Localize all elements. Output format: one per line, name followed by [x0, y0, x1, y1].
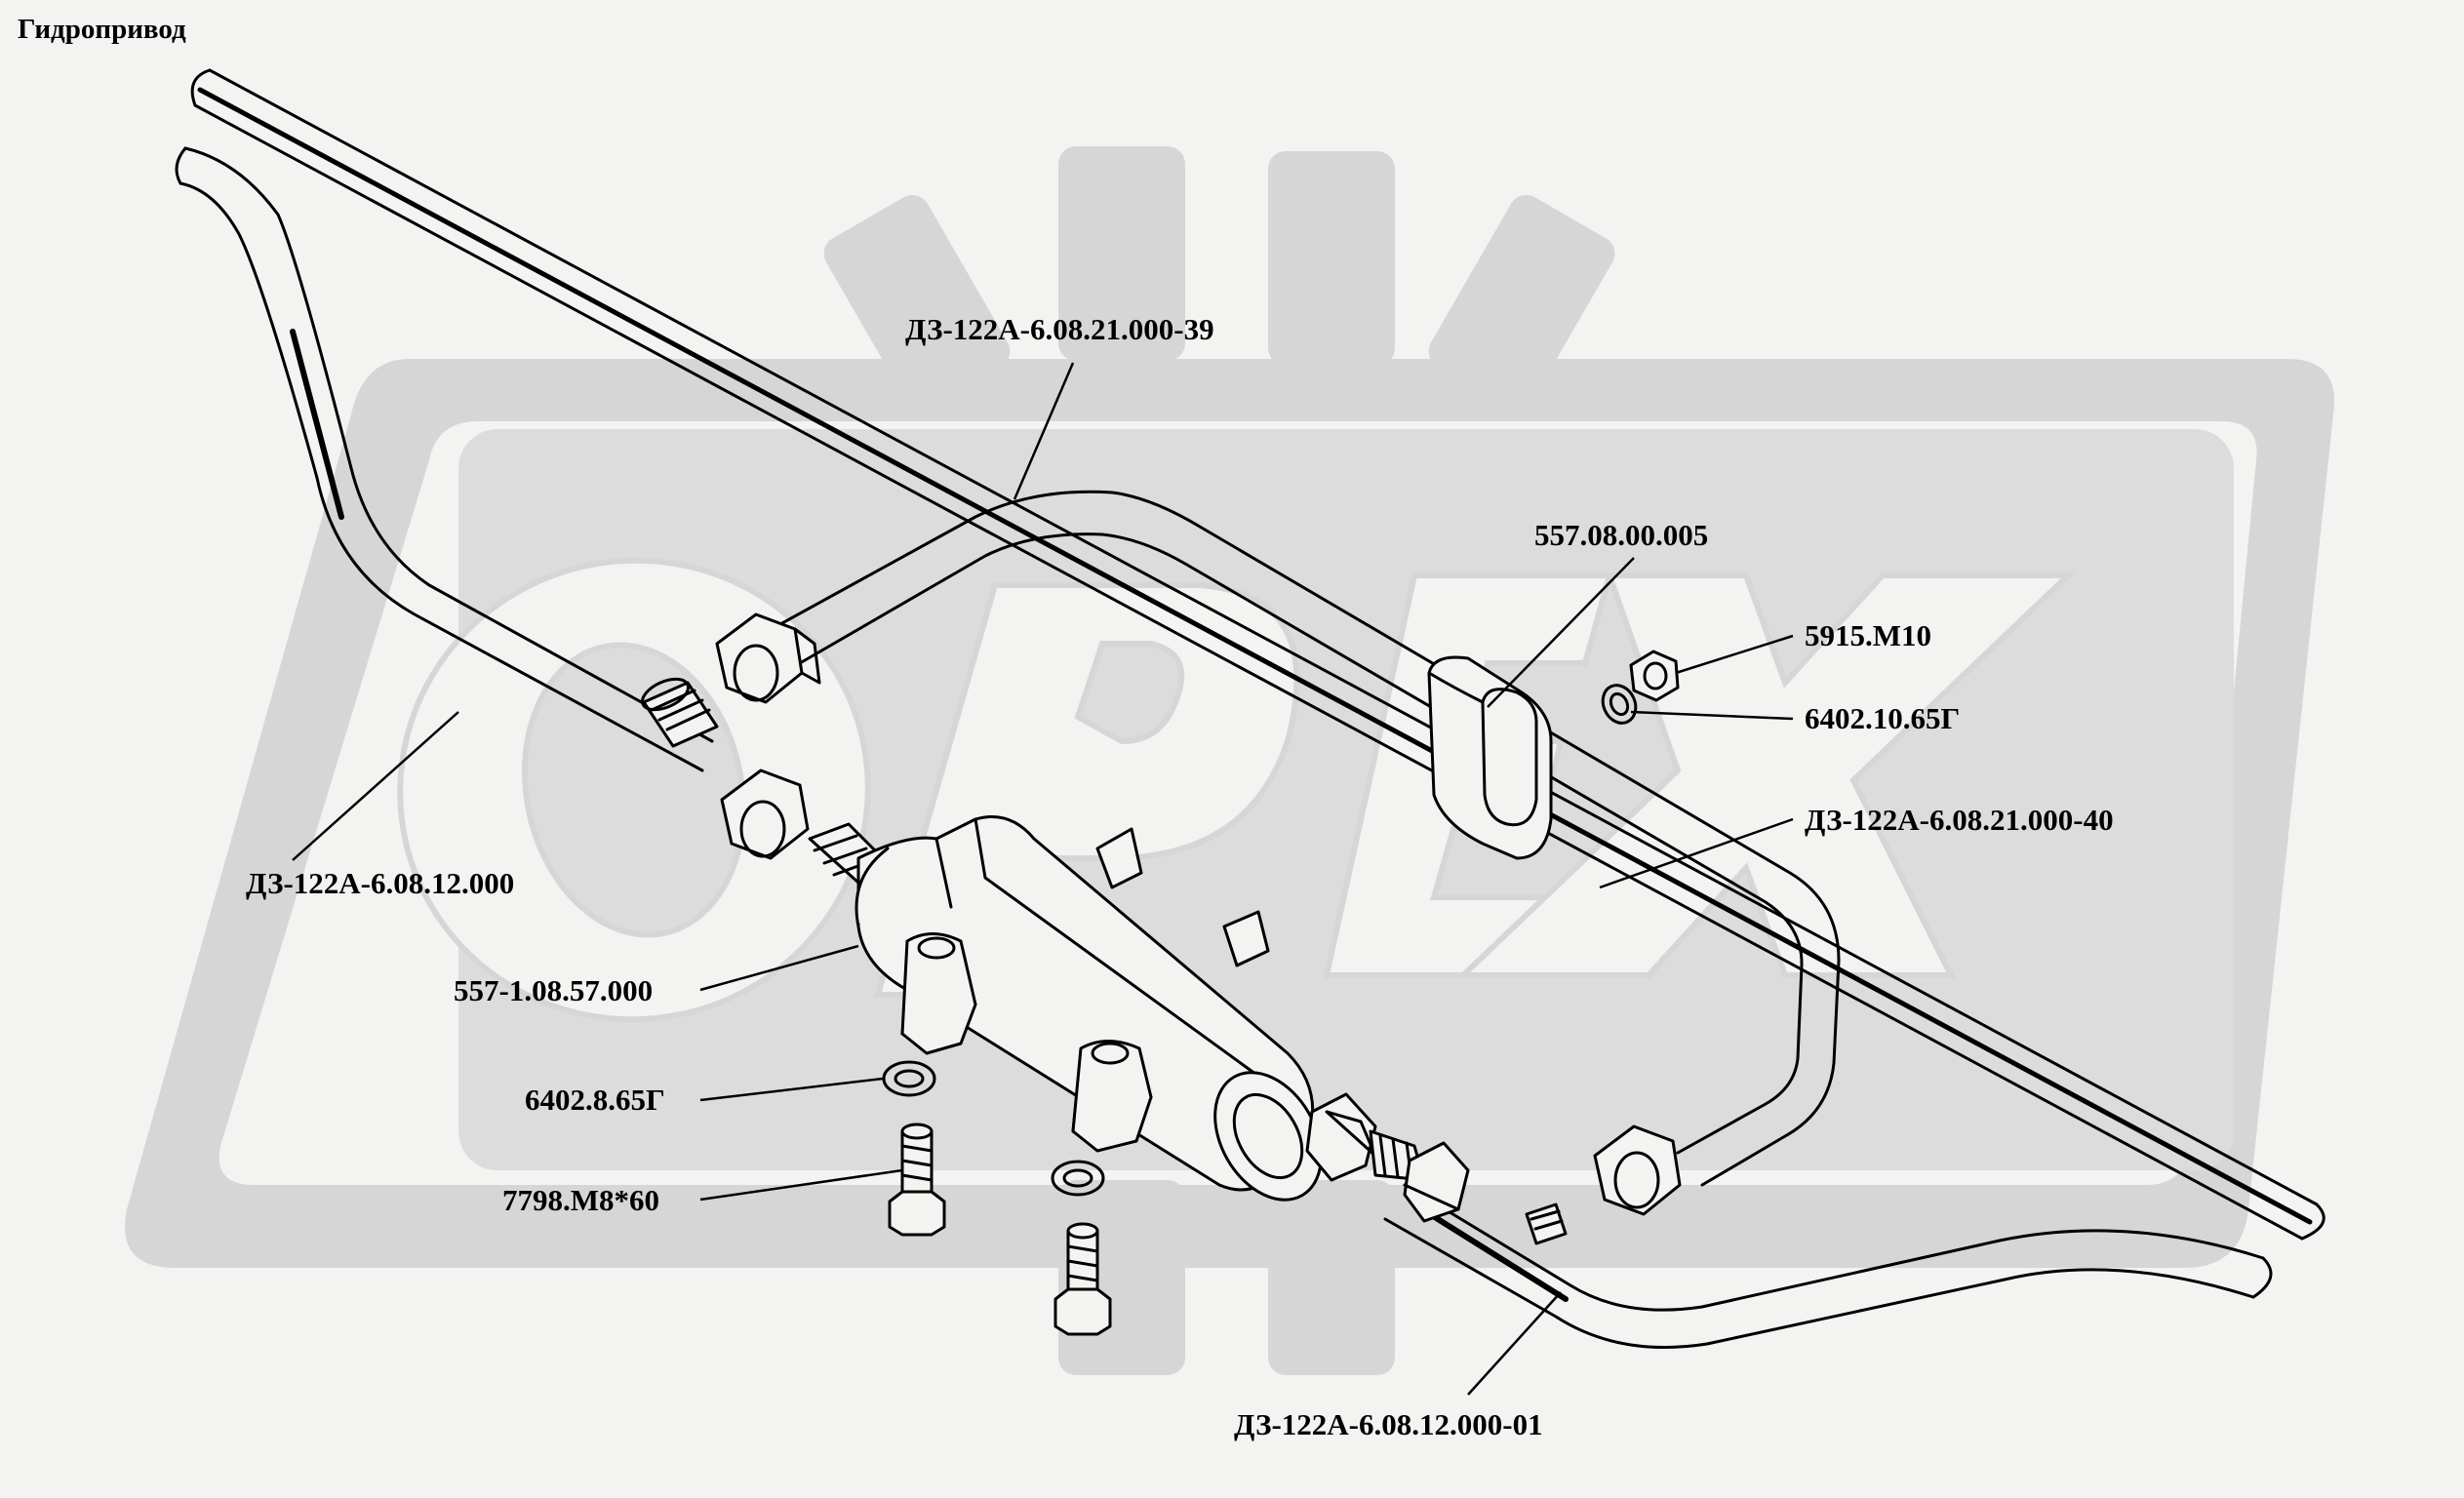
callout-pipe-01: ДЗ-122А-6.08.12.000-01 — [1234, 1407, 1543, 1441]
callout-washer-8: 6402.8.65Г — [525, 1083, 665, 1117]
callout-pipe-left: ДЗ-122А-6.08.12.000 — [246, 866, 515, 900]
fitting-nut-upper — [715, 612, 821, 704]
fitting-nut-right — [1593, 1124, 1682, 1216]
hydraulic-cylinder — [808, 815, 1323, 1202]
bracket-clamp — [1427, 655, 1553, 860]
bolt-right — [1053, 1222, 1112, 1336]
clamp-block-left — [900, 932, 977, 1055]
leader-lines — [292, 362, 1794, 1396]
stud-right — [1525, 1202, 1568, 1245]
pipe-39-shape — [778, 490, 1841, 1187]
leader-pipe-40 — [1599, 817, 1794, 889]
leader-cylinder — [699, 944, 859, 992]
callout-pipe-40: ДЗ-122А-6.08.21.000-40 — [1805, 803, 2114, 837]
washer-right — [1051, 1160, 1105, 1197]
leader-bolt — [699, 1168, 903, 1202]
frame-rail-upper — [190, 68, 2325, 1241]
fitting-nut-left — [720, 769, 810, 860]
leader-pipe-01 — [1467, 1291, 1562, 1396]
leader-pipe-left — [292, 711, 459, 861]
bolt-left — [888, 1123, 946, 1237]
pipe-lower-right — [1383, 1183, 2273, 1349]
cylinder-rod-fittings — [1305, 1092, 1470, 1223]
leader-washer-10 — [1630, 710, 1794, 721]
watermark-logo — [125, 146, 2335, 1375]
nut-m10 — [1629, 650, 1680, 702]
washer-m10 — [1601, 684, 1638, 725]
callout-bolt: 7798.М8*60 — [502, 1183, 660, 1217]
callout-washer-10: 6402.10.65Г — [1805, 701, 1961, 735]
leader-nut — [1675, 634, 1794, 675]
clamp-block-right — [1071, 1040, 1153, 1153]
stud-top-left — [641, 677, 719, 748]
drawing-lines — [175, 68, 2325, 1349]
leader-pipe-39 — [1013, 362, 1075, 500]
callout-nut: 5915.М10 — [1805, 618, 1932, 652]
washer-left — [882, 1060, 936, 1097]
pipe-left-curved — [175, 146, 714, 772]
leader-bracket — [1487, 557, 1635, 708]
callout-bracket: 557.08.00.005 — [1534, 518, 1709, 552]
callout-pipe-39: ДЗ-122А-6.08.21.000-39 — [905, 312, 1214, 346]
page-title: Гидропривод — [18, 14, 186, 45]
callout-cylinder: 557-1.08.57.000 — [454, 973, 654, 1007]
leader-washer-8 — [699, 1077, 884, 1102]
